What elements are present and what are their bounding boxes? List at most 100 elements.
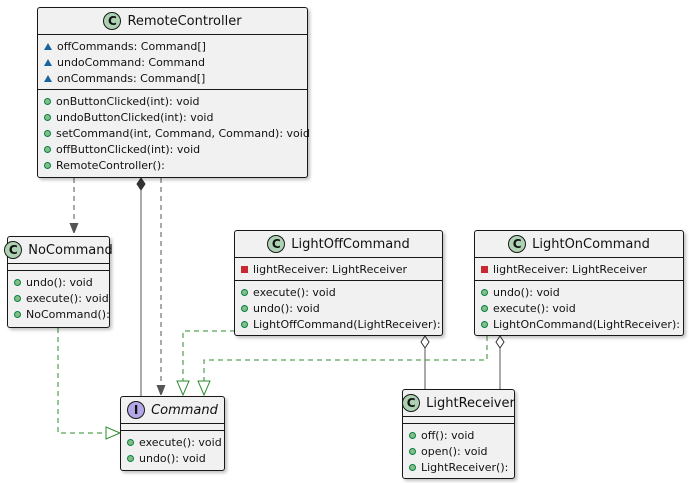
method-text: NoCommand(): xyxy=(26,307,110,321)
method-text: undo(): void xyxy=(253,301,320,315)
method-row: execute(): void xyxy=(127,434,224,450)
methods-section: onButtonClicked(int): void undoButtonClic… xyxy=(38,89,310,176)
class-name: Command xyxy=(151,402,218,418)
package-member-icon xyxy=(44,58,52,66)
class-header: C LightOnCommand xyxy=(475,231,683,257)
field-row: offCommands: Command[] xyxy=(44,38,307,54)
aggregation-diamond xyxy=(420,335,430,349)
method-text: setCommand(int, Command, Command): void xyxy=(56,126,310,140)
class-name: LightOffCommand xyxy=(291,236,410,252)
interface-i-icon: I xyxy=(127,401,146,419)
method-row: undo(): void xyxy=(481,284,683,300)
public-member-icon xyxy=(14,310,21,318)
public-member-icon xyxy=(481,304,488,312)
fields-section: offCommands: Command[] undoCommand: Comma… xyxy=(38,34,307,89)
class-header: C LightOffCommand xyxy=(235,231,442,257)
method-text: undo(): void xyxy=(493,285,560,299)
public-member-icon xyxy=(409,431,416,439)
class-light-off-command[interactable]: C LightOffCommand lightReceiver: LightRe… xyxy=(234,230,443,336)
edge-nocommand-realizes-command xyxy=(57,328,106,434)
public-member-icon xyxy=(44,129,51,137)
class-c-icon: C xyxy=(267,235,286,253)
method-row: undo(): void xyxy=(14,274,109,290)
method-text: LightReceiver(): xyxy=(421,460,509,474)
method-row: open(): void xyxy=(409,443,514,459)
field-text: undoCommand: Command xyxy=(57,55,205,69)
class-c-icon: C xyxy=(4,241,23,259)
class-header: C NoCommand xyxy=(4,237,113,263)
fields-section xyxy=(8,263,109,270)
class-c-icon: C xyxy=(103,12,122,30)
class-header: C RemoteController xyxy=(38,8,307,34)
method-text: offButtonClicked(int): void xyxy=(56,142,201,156)
method-row: RemoteController(): xyxy=(44,157,307,173)
field-row: lightReceiver: LightReceiver xyxy=(241,261,442,277)
method-row: setCommand(int, Command, Command): void xyxy=(44,125,310,141)
fields-section: lightReceiver: LightReceiver xyxy=(475,257,683,280)
public-member-icon xyxy=(241,320,248,328)
aggregation-diamond xyxy=(495,335,505,349)
private-member-icon xyxy=(481,265,488,273)
public-member-icon xyxy=(241,288,248,296)
public-member-icon xyxy=(44,161,51,169)
method-text: RemoteController(): xyxy=(56,158,165,172)
edge-lighton-realizes-command xyxy=(203,336,488,381)
method-row: NoCommand(): xyxy=(14,306,110,322)
method-row: execute(): void xyxy=(14,290,109,306)
fields-section: lightReceiver: LightReceiver xyxy=(235,257,442,280)
fields-section xyxy=(121,423,224,430)
field-text: offCommands: Command[] xyxy=(57,39,206,53)
method-row: offButtonClicked(int): void xyxy=(44,141,307,157)
public-member-icon xyxy=(14,294,21,302)
public-member-icon xyxy=(127,454,134,462)
field-text: onCommands: Command[] xyxy=(57,71,206,85)
class-remote-controller[interactable]: C RemoteController offCommands: Command[… xyxy=(37,7,310,178)
field-row: onCommands: Command[] xyxy=(44,70,307,86)
public-member-icon xyxy=(44,97,51,105)
private-member-icon xyxy=(241,265,248,273)
package-member-icon xyxy=(44,42,52,50)
public-member-icon xyxy=(409,463,416,471)
methods-section: execute(): void undo(): void xyxy=(121,430,224,469)
class-name: LightOnCommand xyxy=(532,236,650,252)
field-text: lightReceiver: LightReceiver xyxy=(253,262,408,276)
class-name: LightReceiver xyxy=(426,395,515,411)
class-light-on-command[interactable]: C LightOnCommand lightReceiver: LightRec… xyxy=(474,230,684,336)
class-c-icon: C xyxy=(508,235,527,253)
public-member-icon xyxy=(481,320,488,328)
method-row: onButtonClicked(int): void xyxy=(44,93,307,109)
method-row: execute(): void xyxy=(481,300,683,316)
class-name: NoCommand xyxy=(28,242,113,258)
field-row: lightReceiver: LightReceiver xyxy=(481,261,683,277)
method-text: execute(): void xyxy=(253,285,336,299)
public-member-icon xyxy=(14,278,21,286)
public-member-icon xyxy=(409,447,416,455)
public-member-icon xyxy=(241,304,248,312)
public-member-icon xyxy=(44,113,51,121)
public-member-icon xyxy=(127,438,134,446)
method-row: LightOffCommand(LightReceiver): xyxy=(241,316,442,332)
method-text: undoButtonClicked(int): void xyxy=(56,110,214,124)
edge-lightoff-realizes-command xyxy=(182,330,235,381)
package-member-icon xyxy=(44,74,52,82)
class-header: C LightReceiver xyxy=(402,390,515,416)
method-row: undo(): void xyxy=(127,450,224,466)
class-header: I Command xyxy=(121,397,224,423)
class-name: RemoteController xyxy=(127,13,242,29)
method-text: off(): void xyxy=(421,428,475,442)
method-text: execute(): void xyxy=(493,301,576,315)
realization-arrowhead xyxy=(197,380,211,397)
method-text: execute(): void xyxy=(139,435,222,449)
method-text: onButtonClicked(int): void xyxy=(56,94,200,108)
field-row: undoCommand: Command xyxy=(44,54,307,70)
method-text: undo(): void xyxy=(139,451,206,465)
method-text: undo(): void xyxy=(26,275,93,289)
method-text: open(): void xyxy=(421,444,488,458)
interface-command[interactable]: I Command execute(): void undo(): void xyxy=(120,396,225,471)
